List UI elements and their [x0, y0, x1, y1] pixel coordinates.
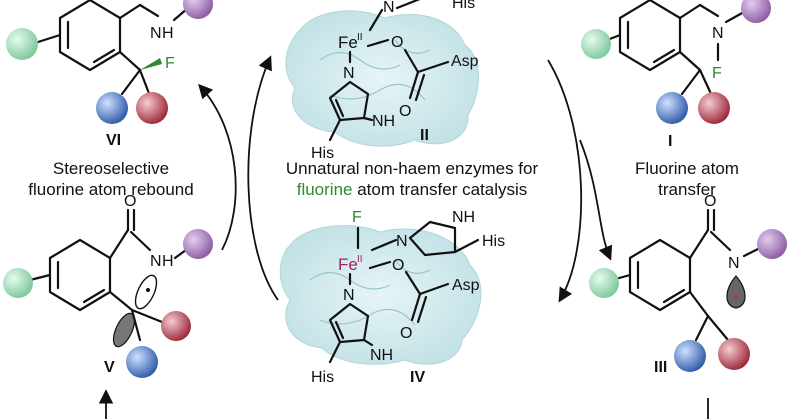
ball-substituent: [161, 311, 191, 341]
protein-surface-top: [285, 10, 479, 147]
ball-substituent: [581, 29, 611, 59]
protein-surface-bottom: [279, 225, 482, 365]
ball-substituent: [757, 229, 787, 259]
right-caption-line2: transfer: [658, 180, 716, 199]
nh-label-ii: NH: [372, 113, 395, 130]
h-label-v: H: [162, 253, 174, 270]
n-label-v: N: [150, 253, 162, 270]
o-label-ii: O: [391, 34, 403, 51]
ball-substituent: [183, 0, 213, 19]
compound-vi: N H F VI: [6, 0, 213, 149]
reaction-arrow: [98, 55, 709, 419]
compound-vi-label: VI: [106, 132, 121, 149]
compound-i: N F I: [581, 0, 771, 150]
h-label-vi: H: [162, 25, 174, 42]
imid-n-iv-2: N: [343, 287, 355, 304]
ball-substituent: [136, 92, 168, 124]
his-label-ii: His: [311, 145, 334, 162]
asp-label-ii: Asp: [451, 53, 479, 70]
ball-substituent: [698, 92, 730, 124]
compound-v: O N H V: [3, 193, 213, 378]
fe-ox-state-iv: II: [357, 254, 363, 265]
left-caption-line1: Stereoselective: [52, 159, 170, 178]
imid-n-ii: N: [343, 65, 355, 82]
his-label-top: His: [452, 0, 475, 12]
center-caption-line1: Unnatural non-haem enzymes for: [285, 159, 539, 178]
o-label-iii: O: [704, 193, 716, 210]
n-label-iii: N: [728, 255, 740, 272]
ball-substituent: [741, 0, 771, 23]
f-label-i: F: [712, 65, 722, 82]
ball-substituent: [674, 340, 706, 372]
ball-substituent: [656, 92, 688, 124]
f-label-vi: F: [165, 55, 175, 72]
n-label-i: N: [712, 25, 724, 42]
imid-n-top: N: [383, 0, 395, 16]
ball-substituent: [589, 268, 619, 298]
compound-iv-label: IV: [410, 369, 425, 386]
his-label-iv: His: [311, 369, 334, 386]
right-caption-line1: Fluorine atom: [635, 159, 739, 178]
f-label-iv: F: [352, 209, 362, 226]
imid-n-iv: N: [396, 233, 408, 250]
nh-label-iv-top: NH: [452, 209, 475, 226]
fe-ox-state: II: [357, 32, 363, 43]
compound-iii: O N III: [589, 193, 787, 376]
fe-label: Fe: [338, 33, 358, 52]
compound-i-label: I: [668, 133, 672, 150]
n-label-vi: N: [150, 25, 162, 42]
center-caption-line2-rest: atom transfer catalysis: [352, 180, 528, 199]
ball-substituent: [6, 28, 38, 60]
fluorine-word: fluorine: [296, 180, 353, 199]
radical-dot: [733, 294, 739, 300]
radical-dot: [146, 288, 150, 292]
left-caption: Stereoselective fluorine atom rebound: [2, 158, 220, 200]
enzyme-complex-iv: F Fe II N NH His O Asp O N NH His IV: [311, 209, 505, 386]
his-label-iv-right: His: [482, 233, 505, 250]
compound-iii-label: III: [654, 359, 667, 376]
center-caption: Unnatural non-haem enzymes for fluorine …: [262, 158, 562, 200]
ball-substituent: [126, 346, 158, 378]
o-label-ii-2: O: [399, 103, 411, 120]
right-caption: Fluorine atom transfer: [612, 158, 762, 200]
center-caption-line2: fluorine atom transfer catalysis: [262, 179, 562, 200]
compound-ii-label: II: [420, 127, 429, 144]
ball-substituent: [183, 229, 213, 259]
left-caption-line2: fluorine atom rebound: [28, 180, 194, 199]
nh-label-iv: NH: [370, 347, 393, 364]
ball-substituent: [96, 92, 128, 124]
o-label-iv-2: O: [400, 325, 412, 342]
enzyme-complex-ii: Fe II N His O Asp O N NH His II: [311, 0, 479, 162]
ball-substituent: [3, 268, 33, 298]
o-label-iv: O: [392, 257, 404, 274]
asp-label-iv: Asp: [452, 277, 480, 294]
o-label-v: O: [124, 193, 136, 210]
fe-label-iv: Fe: [338, 255, 358, 274]
compound-v-label: V: [104, 359, 115, 376]
ball-substituent: [718, 338, 750, 370]
